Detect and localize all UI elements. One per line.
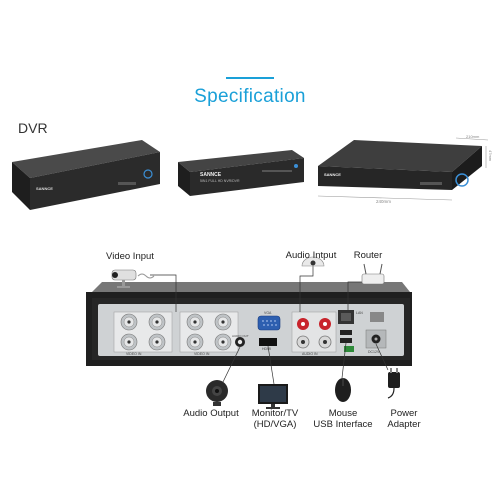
dimension-width: 240mm: [376, 199, 392, 204]
callout-power-line2: Adapter: [387, 419, 421, 430]
label-audio-in: AUDIO IN: [302, 352, 318, 356]
title-underline: [226, 77, 274, 79]
callout-monitor: Monitor/TV (HD/VGA): [248, 408, 302, 430]
callout-power-line1: Power: [390, 408, 418, 419]
label-hdmi: HDMI: [262, 347, 271, 351]
label-power: DC12V: [368, 350, 380, 354]
label-audio-out: AUDIO OUT: [232, 334, 249, 338]
label-vga: VGA: [264, 311, 272, 315]
dvr1-brand: SANNCE: [36, 186, 53, 191]
page-title: Specification: [194, 86, 306, 107]
dimension-height: 47mm: [488, 150, 493, 162]
callout-mouse-line2: USB Interface: [313, 419, 373, 430]
bnc-connector: [148, 313, 166, 331]
callout-mouse-line1: Mouse: [328, 408, 358, 419]
label-video-in-1: VIDEO IN: [126, 352, 142, 356]
section-label-dvr: DVR: [18, 120, 48, 136]
bnc-connector: [120, 313, 138, 331]
bnc-connector: [186, 313, 204, 331]
bnc-connector: [120, 333, 138, 351]
callout-video-input: Video Input: [106, 251, 154, 262]
label-video-in-2: VIDEO IN: [194, 352, 210, 356]
callout-audio-output: Audio Output: [183, 408, 239, 419]
dvr2-subtitle: 5IN1 FULL HD NVR/DVR: [200, 179, 240, 183]
callout-power: Power Adapter: [380, 408, 428, 430]
dvr2-brand: SANNCE: [200, 172, 222, 178]
callout-monitor-line2: (HD/VGA): [253, 419, 297, 430]
callout-mouse: Mouse USB Interface: [310, 408, 376, 430]
callout-audio-input: Audio Intput: [285, 250, 337, 261]
dvr3-brand: SANNCE: [324, 172, 341, 177]
label-lan: LAN: [356, 311, 363, 315]
callout-router: Router: [353, 250, 383, 261]
bnc-connector: [214, 313, 232, 331]
dimension-depth: 210mm: [466, 134, 480, 139]
bnc-connector: [214, 333, 232, 351]
bnc-connector: [186, 333, 204, 351]
bnc-connector: [148, 333, 166, 351]
callout-monitor-line1: Monitor/TV: [251, 408, 299, 419]
